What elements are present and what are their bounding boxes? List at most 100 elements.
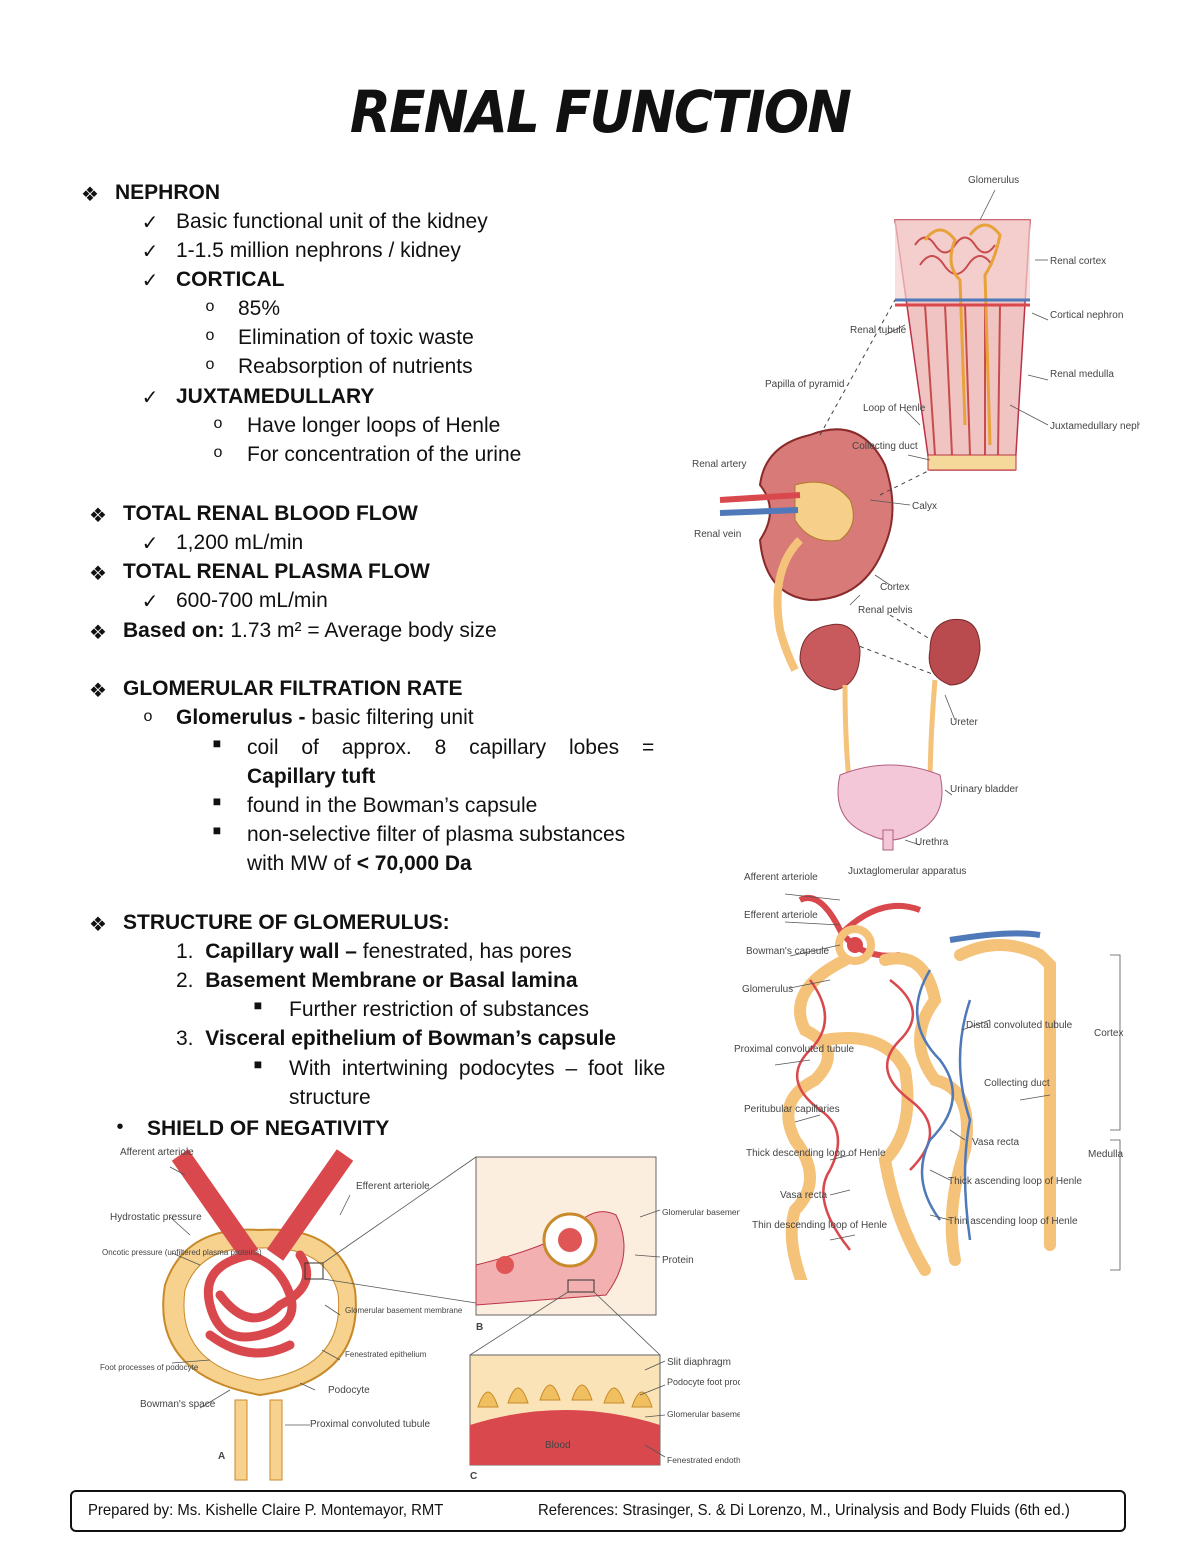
cortical-label: CORTICAL — [176, 268, 285, 291]
structure-num: 2. — [176, 969, 194, 992]
cortical-item: Elimination of toxic waste — [238, 326, 474, 349]
label-renal-cortex: Renal cortex — [1050, 256, 1106, 267]
gfr-bullet-bold: Capillary tuft — [247, 765, 376, 788]
gfr-bullet-text2: with MW of — [247, 852, 357, 875]
check-icon: ✓ — [141, 591, 159, 613]
structure-text: fenestrated, has pores — [356, 940, 572, 963]
structure-num: 1. — [176, 940, 194, 963]
blood-flow-heading: TOTAL RENAL BLOOD FLOW — [123, 502, 418, 525]
label-glomerulus: Glomerulus — [968, 175, 1019, 186]
label-vasa-recta: Vasa recta — [972, 1137, 1019, 1148]
gfr-bullet-cont: with MW of < 70,000 Da — [247, 852, 472, 876]
label-urethra: Urethra — [915, 837, 949, 848]
label-calyx: Calyx — [912, 501, 937, 512]
label-collecting-duct: Collecting duct — [984, 1078, 1050, 1089]
structure-sub: With intertwining podocytes – foot like — [289, 1057, 666, 1080]
plasma-flow-heading: TOTAL RENAL PLASMA FLOW — [123, 560, 430, 583]
label-slit-diaphragm: Slit diaphragm — [667, 1357, 731, 1368]
label-renal-pelvis: Renal pelvis — [858, 605, 912, 616]
square-bullet-icon: ■ — [212, 793, 222, 809]
based-on-text: 1.73 m² = Average body size — [224, 619, 497, 642]
nephron-item: Basic functional unit of the kidney — [176, 210, 488, 233]
references: References: Strasinger, S. & Di Lorenzo,… — [538, 1502, 1070, 1519]
page-title: RENAL FUNCTION — [349, 78, 852, 146]
label-hydrostatic-pressure: Hydrostatic pressure — [110, 1212, 202, 1223]
structure-bold: Basement Membrane or Basal lamina — [205, 969, 578, 992]
label-vasa-recta-2: Vasa recta — [780, 1190, 827, 1201]
square-bullet-icon: ■ — [253, 997, 263, 1013]
circle-bullet-icon: o — [213, 415, 223, 432]
label-loop-of-henle: Loop of Henle — [863, 403, 926, 414]
label-collecting-duct: Collecting duct — [852, 441, 918, 452]
based-on-label: Based on: — [123, 619, 225, 642]
label-efferent-arteriole: Efferent arteriole — [356, 1181, 430, 1192]
diamond-bullet-icon: ❖ — [89, 505, 107, 527]
label-cortex: Cortex — [880, 582, 909, 593]
label-fenestrated-endothelium: Fenestrated endothelium — [667, 1455, 740, 1465]
glomerulus-figure-labels: Afferent arteriole Efferent arteriole Hy… — [100, 1147, 740, 1482]
plasma-flow-value: 600-700 mL/min — [176, 589, 328, 612]
check-icon: ✓ — [141, 533, 159, 555]
label-oncotic-pressure: Oncotic pressure (unfiltered plasma prot… — [102, 1248, 262, 1257]
label-urinary-bladder: Urinary bladder — [950, 784, 1019, 795]
nephron-figure: Afferent arteriole Juxtaglomerular appar… — [734, 866, 1123, 1280]
gfr-heading: GLOMERULAR FILTRATION RATE — [123, 677, 463, 700]
diamond-bullet-icon: ❖ — [89, 563, 107, 585]
square-bullet-icon: ■ — [212, 735, 222, 751]
label-renal-medulla: Renal medulla — [1050, 369, 1114, 380]
kidney-anatomy-figure: Glomerulus Renal cortex Cortical nephron… — [692, 175, 1140, 851]
juxta-item: Have longer loops of Henle — [247, 414, 501, 437]
check-icon: ✓ — [141, 270, 159, 292]
label-medulla: Medulla — [1088, 1149, 1123, 1160]
diamond-bullet-icon: ❖ — [81, 184, 99, 206]
nephron-figure-labels: Afferent arteriole Juxtaglomerular appar… — [734, 866, 1123, 1231]
structure-bold: Visceral epithelium of Bowman’s capsule — [205, 1027, 616, 1050]
nephron-heading: NEPHRON — [115, 181, 221, 204]
label-foot-processes: Foot processes of podocyte — [100, 1363, 199, 1372]
label-renal-vein: Renal vein — [694, 529, 741, 540]
circle-bullet-icon: o — [143, 708, 153, 725]
label-fenestrated-epithelium: Fenestrated epithelium — [345, 1350, 427, 1359]
label-bowmans-capsule: Bowman's capsule — [746, 946, 830, 957]
check-icon: ✓ — [141, 241, 159, 263]
label-juxtaglomerular-apparatus: Juxtaglomerular apparatus — [848, 866, 966, 877]
glomerulus-line: Glomerulus - basic filtering unit — [176, 706, 474, 730]
gfr-bullet-bold: < 70,000 Da — [356, 852, 472, 875]
circle-bullet-icon: o — [205, 298, 215, 315]
juxta-item: For concentration of the urine — [247, 443, 522, 466]
kidney-figure-labels: Glomerulus Renal cortex Cortical nephron… — [692, 175, 1140, 848]
cortical-item: Reabsorption of nutrients — [238, 355, 473, 378]
label-peritubular-capillaries: Peritubular capillaries — [744, 1104, 840, 1115]
square-bullet-icon: ■ — [253, 1056, 263, 1072]
structure-sub: structure — [289, 1086, 371, 1109]
label-papilla: Papilla of pyramid — [765, 379, 844, 390]
structure-item: 2. Basement Membrane or Basal lamina — [176, 969, 578, 993]
juxta-label: JUXTAMEDULLARY — [176, 385, 375, 408]
structure-num: 3. — [176, 1027, 194, 1050]
structure-item: 3. Visceral epithelium of Bowman’s capsu… — [176, 1027, 616, 1051]
label-cortical-nephron: Cortical nephron — [1050, 310, 1123, 321]
label-gbm-c: Glomerular basement membrane — [667, 1409, 740, 1419]
label-podocyte-foot-process: Podocyte foot process — [667, 1377, 740, 1387]
label-renal-tubule: Renal tubule — [850, 325, 907, 336]
label-podocyte: Podocyte — [328, 1385, 370, 1396]
label-distal-convoluted-tubule: Distal convoluted tubule — [966, 1020, 1073, 1031]
label-ureter: Ureter — [950, 717, 978, 728]
structure-heading: STRUCTURE OF GLOMERULUS: — [123, 911, 450, 934]
dot-bullet-icon: • — [116, 1116, 124, 1138]
circle-bullet-icon: o — [205, 356, 215, 373]
gfr-bullet: non-selective filter of plasma substance… — [247, 823, 626, 846]
footer-box: Prepared by: Ms. Kishelle Claire P. Mont… — [70, 1490, 1126, 1532]
label-bowmans-space: Bowman's space — [140, 1399, 216, 1410]
label-proximal-convoluted: Proximal convoluted tubule — [310, 1419, 431, 1430]
label-protein: Protein — [662, 1255, 694, 1266]
label-afferent-arteriole: Afferent arteriole — [120, 1147, 194, 1158]
prepared-by: Prepared by: Ms. Kishelle Claire P. Mont… — [88, 1502, 444, 1519]
structure-item: 1. Capillary wall – fenestrated, has por… — [176, 940, 572, 964]
shield-heading: SHIELD OF NEGATIVITY — [147, 1117, 390, 1140]
glomerulus-label: Glomerulus - — [176, 706, 306, 729]
gfr-bullet: coil of approx. 8 capillary lobes = — [247, 736, 655, 759]
label-proximal-convoluted-tubule: Proximal convoluted tubule — [734, 1044, 855, 1055]
diamond-bullet-icon: ❖ — [89, 914, 107, 936]
check-icon: ✓ — [141, 212, 159, 234]
